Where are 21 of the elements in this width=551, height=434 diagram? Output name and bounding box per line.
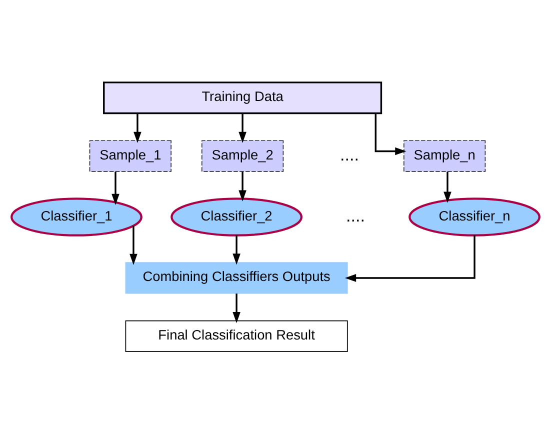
node-ellipse: Classifier_1 xyxy=(10,198,142,236)
node-ellipse: Classifier_2 xyxy=(170,198,303,236)
label: .... xyxy=(346,206,366,226)
node-box: Sample_2 xyxy=(201,140,284,172)
arrow xyxy=(130,226,138,265)
arrow xyxy=(444,172,452,203)
arrow xyxy=(344,235,476,282)
arrow xyxy=(134,113,142,143)
node-box: Sample_1 xyxy=(89,140,172,172)
arrow xyxy=(112,172,120,205)
node-box: Training Data xyxy=(103,82,382,114)
arrow xyxy=(374,113,406,156)
label: .... xyxy=(340,145,360,164)
node-box: Sample_n xyxy=(403,140,486,172)
arrow xyxy=(238,113,246,143)
node-box: Final Classification Result xyxy=(125,320,348,352)
arrow xyxy=(232,294,240,324)
arrow xyxy=(238,172,246,202)
arrow xyxy=(232,235,240,265)
node-box: Combining Classiffiers Outputs xyxy=(125,262,348,294)
node-ellipse: Classifier_n xyxy=(408,198,540,236)
